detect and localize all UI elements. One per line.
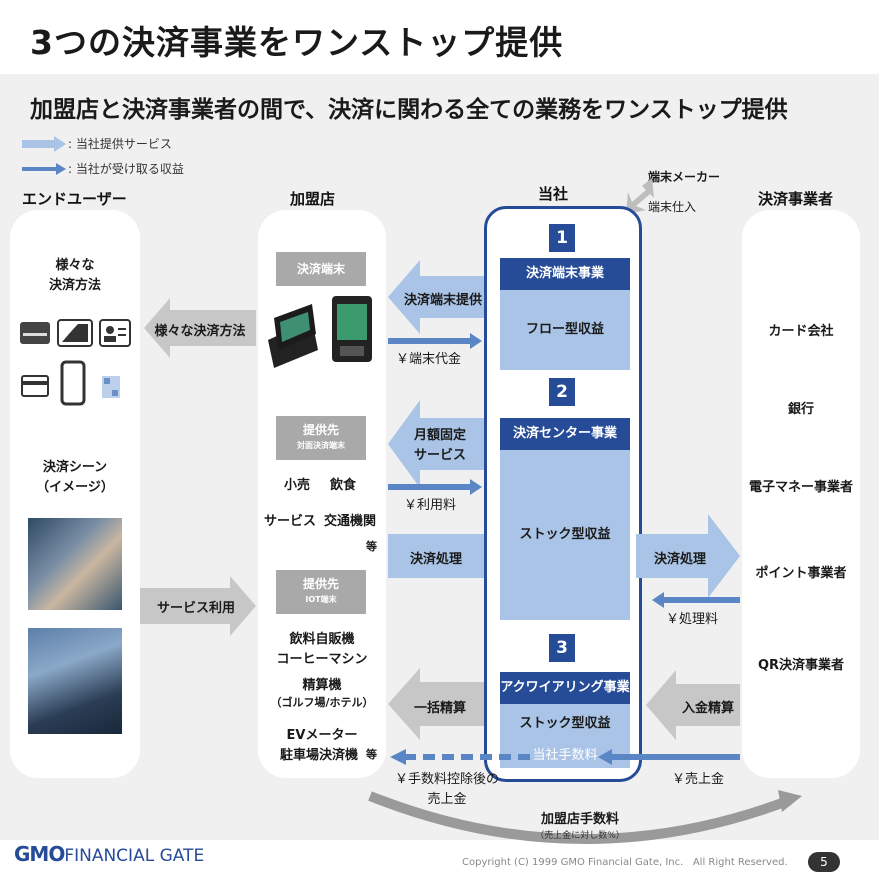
label-service-use: サービス利用 [156, 601, 235, 616]
smartphone-icon [60, 360, 86, 406]
arrow-monthly [388, 400, 484, 488]
industry-service: サービス [264, 514, 317, 529]
iot-ev: EVメーター [286, 728, 358, 743]
arrow-deposit [646, 670, 740, 740]
provide-box-2: 提供先 IOT端末 [276, 570, 366, 614]
legend-service-label: : 当社提供サービス [68, 137, 172, 151]
provide-box-1-label: 提供先 [302, 423, 339, 437]
page-number: 5 [808, 852, 840, 872]
legend-revenue-label: : 当社が受け取る収益 [68, 162, 184, 176]
business-1-name: 決済端末事業 [500, 258, 630, 290]
label-processing-right: 決済処理 [654, 552, 707, 567]
iot-etc: 等 [366, 748, 377, 761]
industry-etc: 等 [366, 540, 377, 553]
iot-parking: 駐車場決済機 [280, 748, 359, 763]
payment-methods-icons [20, 319, 131, 406]
provide-box-2-label: 提供先 [302, 577, 339, 591]
industry-food: 飲食 [330, 478, 357, 493]
arrow-processing-left [388, 534, 484, 578]
industry-transport: 交通機関 [324, 514, 377, 529]
label-lump: 一括精算 [414, 701, 467, 716]
business-1-number: 1 [549, 224, 575, 252]
blue-arrow-icon [22, 162, 66, 175]
provide-box-1: 提供先 対面決済端末 [276, 416, 366, 460]
processor-emoney: 電子マネー事業者 [748, 480, 853, 495]
iot-golf-hotel: （ゴルフ場/ホテル） [270, 696, 374, 709]
vendor-arrow-icon [626, 178, 654, 214]
page-title: 3つの決済事業をワンストップ提供 [30, 23, 564, 62]
arrow-various-methods [144, 298, 256, 358]
processor-bank: 銀行 [787, 402, 814, 417]
column-end-user: エンドユーザー [22, 190, 127, 208]
label-terminal-fee: ￥端末代金 [396, 352, 462, 367]
arrow-terminal-supply [388, 260, 484, 334]
provide-box-2-sub: IOT端末 [305, 595, 337, 604]
page-subtitle: 加盟店と決済事業者の間で、決済に関わる全ての業務をワンストップ提供 [30, 97, 788, 123]
provide-box-1-sub: 対面決済端末 [297, 441, 345, 450]
label-various-methods: 様々な決済方法 [154, 324, 246, 339]
terminal-illustration [268, 296, 372, 368]
arrow-terminal-fee [388, 333, 482, 349]
label-deposit: 入金精算 [682, 701, 735, 716]
label-net-sales: ￥手数料控除後の 売上金 [394, 772, 499, 807]
terminal-box: 決済端末 [276, 252, 366, 286]
legend-revenue: : 当社が受け取る収益 [22, 160, 184, 177]
arrow-sales [598, 749, 740, 765]
label-usage-fee: ￥利用料 [404, 498, 457, 513]
merchant-fee-curve [368, 791, 792, 845]
logo-gmo: GMO [14, 842, 65, 866]
vendor-purchase: 端末仕入 [648, 200, 697, 214]
iot-settlement: 精算機 [302, 678, 342, 693]
arrow-net-sales-head [390, 749, 406, 765]
iot-vending: 飲料自販機 [289, 632, 355, 647]
industry-retail: 小売 [284, 478, 311, 493]
arrow-service-use [140, 576, 256, 636]
merchant-fee-curve-head [778, 790, 802, 812]
processor-card: カード会社 [768, 324, 834, 339]
arrow-usage-fee [388, 479, 482, 495]
arrow-lump [388, 668, 484, 740]
legend-service: : 当社提供サービス [22, 135, 172, 152]
business-2-revenue: ストック型収益 [500, 450, 630, 620]
business-3-revenue: ストック型収益 [500, 704, 630, 744]
business-3-number: 3 [549, 634, 575, 662]
business-2-number: 2 [549, 378, 575, 406]
label-monthly-fixed: 月額固定 サービス [413, 428, 466, 463]
vendor-label: 端末メーカー [648, 170, 721, 184]
business-1-revenue: フロー型収益 [500, 290, 630, 370]
column-merchant: 加盟店 [290, 190, 336, 208]
label-processing-fee: ￥処理料 [666, 612, 719, 627]
processor-panel [742, 210, 860, 778]
logo-financial-gate: FINANCIAL GATE [64, 846, 205, 866]
copyright: Copyright (C) 1999 GMO Financial Gate, I… [462, 857, 788, 868]
column-company: 当社 [538, 185, 569, 203]
payment-scene-title: 決済シーン （イメージ） [36, 460, 114, 495]
column-processor: 決済事業者 [758, 190, 834, 208]
processor-qr: QR決済事業者 [757, 658, 845, 673]
processor-point: ポイント事業者 [755, 566, 847, 581]
business-3-name: アクワイアリング事業 [500, 672, 630, 704]
label-sales: ￥売上金 [672, 772, 725, 787]
arrow-processing-fee [652, 592, 740, 608]
scene-photo-vending [28, 628, 122, 734]
business-2-name: 決済センター事業 [500, 418, 630, 450]
scene-photo-card-terminal [28, 518, 122, 610]
arrow-processing-right [636, 514, 740, 598]
light-arrow-icon [22, 135, 66, 152]
merchant-fee-sub: （売上金に対し数%） [535, 831, 625, 841]
label-terminal-supply: 決済端末提供 [404, 293, 483, 308]
iot-coffee: コーヒーマシン [276, 652, 368, 667]
merchant-fee-label: 加盟店手数料 [540, 812, 619, 827]
label-processing-left: 決済処理 [409, 552, 462, 567]
company-logo: GMOFINANCIAL GATE [14, 842, 204, 866]
payment-methods-title: 様々な 決済方法 [48, 258, 101, 293]
